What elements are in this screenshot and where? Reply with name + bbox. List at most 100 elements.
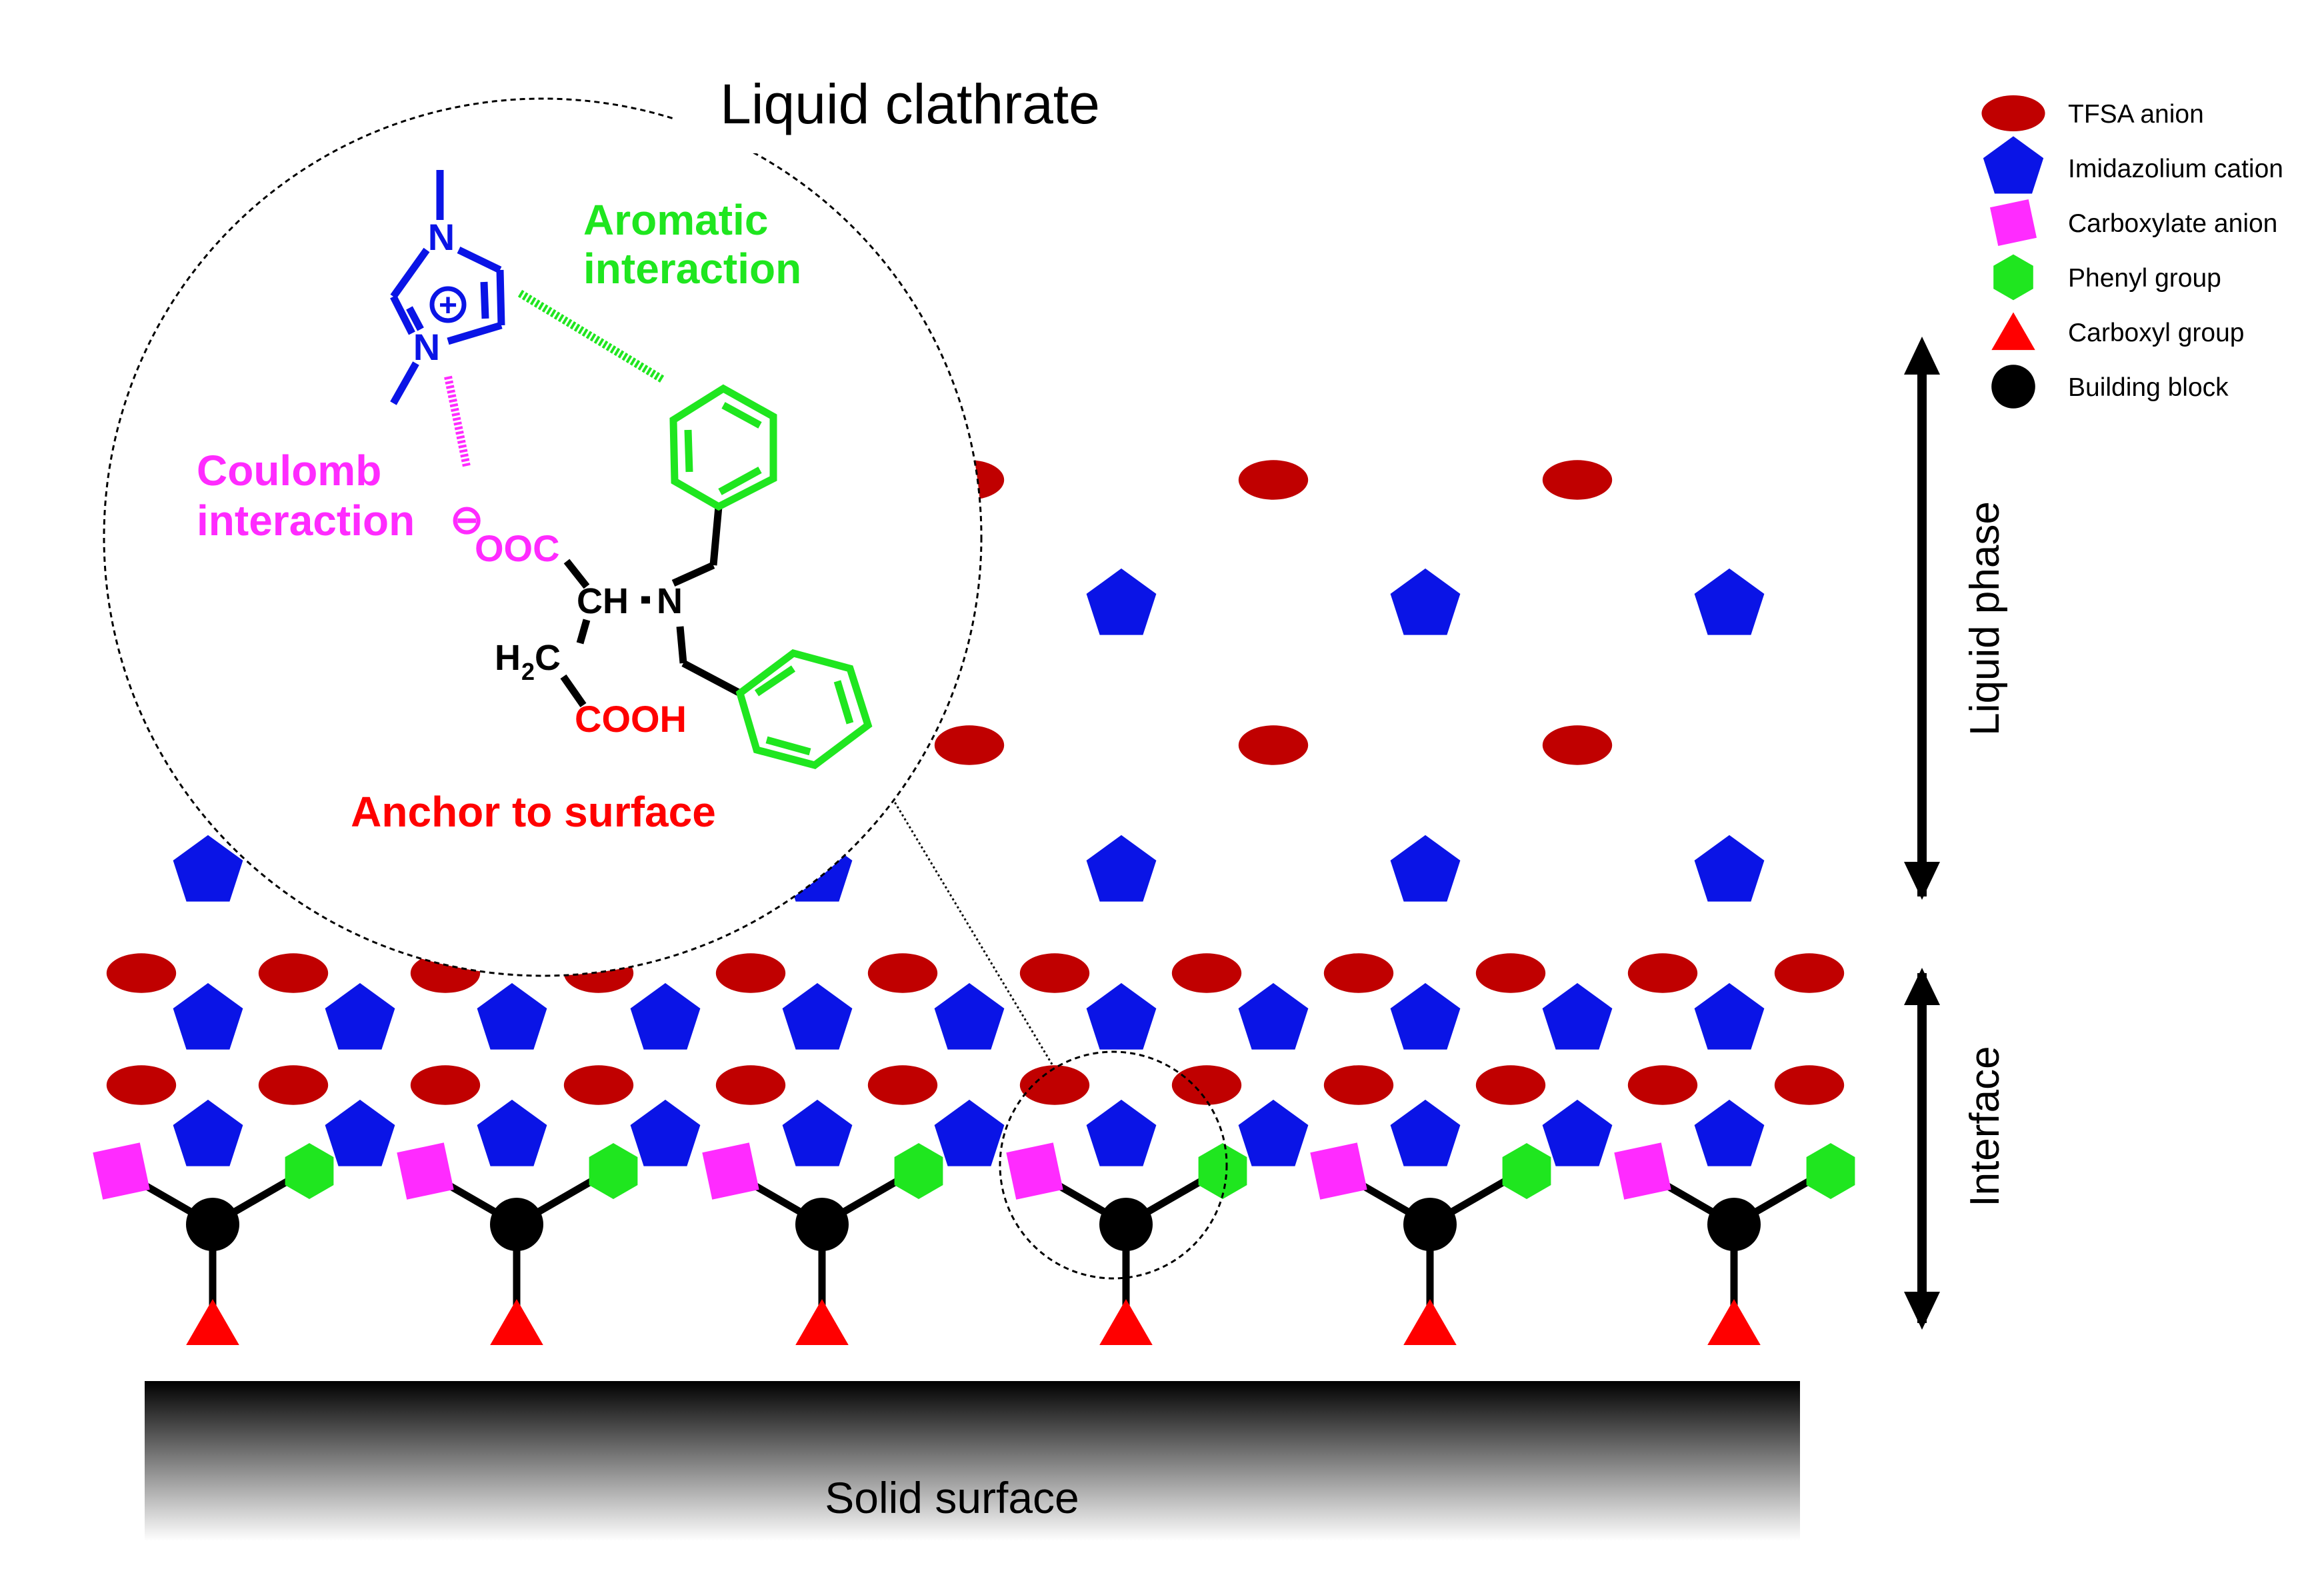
carboxylate-anion (1006, 1142, 1063, 1200)
coulomb-interaction-line (444, 375, 471, 468)
phenyl-ring-bottom (735, 649, 873, 769)
molecule-layers (93, 460, 1855, 1345)
imidazolium-cation (1238, 1099, 1309, 1166)
inset-circle (103, 97, 983, 977)
imidazolium-cation (325, 1099, 395, 1166)
tfsa-anion (867, 953, 938, 993)
tfsa-anion (1774, 1065, 1845, 1105)
imidazolium-cation (1390, 568, 1461, 635)
phenyl-group (1806, 1143, 1855, 1199)
tfsa-anion (106, 1065, 177, 1105)
building-block (490, 1198, 543, 1251)
tfsa-anion (1238, 460, 1309, 500)
imidazolium-structure (390, 170, 505, 405)
inset-title: Liquid clathrate (720, 73, 1100, 135)
building-block-unit (397, 1142, 638, 1345)
tfsa-anion (1475, 1065, 1546, 1105)
imidazolium-cation (1694, 982, 1765, 1050)
carboxyl-group (1099, 1299, 1153, 1345)
legend-label: Carboxyl group (2068, 319, 2244, 347)
building-block (1099, 1198, 1153, 1251)
imidazolium-cation (1542, 982, 1613, 1050)
imidazolium-cation (1390, 1099, 1461, 1166)
carboxylate-anion (1310, 1142, 1367, 1200)
imidazolium-cation (1694, 834, 1765, 902)
imidazolium-cation (1086, 568, 1157, 635)
legend-label: Carboxylate anion (2068, 209, 2277, 238)
coulomb-label-2: interaction (197, 497, 415, 545)
imidazolium-cation (630, 982, 701, 1050)
building-block-unit (702, 1142, 943, 1345)
phenyl-group (894, 1143, 943, 1199)
h2c-c: C (535, 638, 561, 678)
carboxylate-anion (93, 1142, 150, 1200)
imidazolium-cation (325, 982, 395, 1050)
tfsa-anion (563, 1065, 634, 1105)
imidazolium-cation (1086, 834, 1157, 902)
building-block-unit (1310, 1142, 1551, 1345)
building-block (795, 1198, 849, 1251)
imidazolium-cation (1542, 1099, 1613, 1166)
imidazolium-cation (173, 834, 243, 902)
tfsa-anion (867, 1065, 938, 1105)
tfsa-anion (410, 1065, 481, 1105)
phenyl-group (589, 1143, 638, 1199)
phenyl-group (1198, 1143, 1247, 1199)
carboxyl-group (490, 1299, 543, 1345)
imidazolium-cation (173, 982, 243, 1050)
tfsa-anion (1542, 725, 1613, 765)
tfsa-anion (106, 953, 177, 993)
zoom-callout (872, 766, 1228, 1280)
legend-item-ellipse: TFSA anion (1981, 95, 2204, 132)
legend-item-square: Carboxylate anion (1989, 199, 2277, 247)
legend-label: Imidazolium cation (2068, 155, 2283, 183)
interface-arrow (1904, 968, 1940, 1330)
carboxylate-anion (1614, 1142, 1671, 1200)
liquid-phase-arrow (1904, 337, 1940, 900)
tfsa-anion (1323, 1065, 1394, 1105)
tfsa-anion (1323, 953, 1394, 993)
tfsa-anion (934, 725, 1005, 765)
tfsa-anion (715, 1065, 786, 1105)
tfsa-anion (1019, 953, 1090, 993)
h2c-h: H (495, 638, 521, 678)
solid-surface: Solid surface (145, 1381, 1800, 1541)
tfsa-anion (1627, 953, 1698, 993)
building-block-unit (1006, 1142, 1247, 1345)
imidazolium-cation (1086, 1099, 1157, 1166)
interface-label: Interface (1962, 1046, 2008, 1206)
tfsa-anion (1774, 953, 1845, 993)
imidazolium-cation (782, 1099, 853, 1166)
tfsa-anion (1475, 953, 1546, 993)
aromatic-label-1: Aromatic (583, 196, 768, 244)
tfsa-anion (1627, 1065, 1698, 1105)
tfsa-anion (258, 1065, 329, 1105)
tfsa-anion (715, 953, 786, 993)
imidazolium-cation (1390, 982, 1461, 1050)
building-block (1707, 1198, 1761, 1251)
anchor-label: Anchor to surface (351, 788, 716, 836)
building-block (1403, 1198, 1457, 1251)
legend-hexagon-icon (1993, 254, 2033, 301)
amino-acid-backbone (560, 506, 742, 708)
solid-surface-label: Solid surface (825, 1473, 1079, 1522)
imidazolium-n-bottom: N (413, 326, 440, 368)
imidazolium-cation (934, 982, 1005, 1050)
ch-group: CH (577, 581, 629, 621)
zoom-circle (999, 1050, 1228, 1280)
plus-charge-symbol: + (439, 288, 457, 323)
legend-circle-icon (1991, 365, 2035, 409)
coulomb-label-1: Coulomb (197, 447, 381, 495)
carboxylate-anion (702, 1142, 759, 1200)
tfsa-anion (1171, 1065, 1242, 1105)
clathrate-inset: Liquid clathrate N N + Aromatic interact… (103, 47, 1140, 977)
building-block (186, 1198, 239, 1251)
legend-triangle-icon (1991, 312, 2035, 351)
amine-n: N (657, 581, 683, 621)
phenyl-group (1502, 1143, 1551, 1199)
legend-square-icon (1989, 199, 2037, 247)
carboxyl-group (186, 1299, 239, 1345)
imidazolium-cation (782, 982, 853, 1050)
legend-item-circle: Building block (1991, 365, 2229, 409)
legend-label: TFSA anion (2068, 100, 2204, 129)
